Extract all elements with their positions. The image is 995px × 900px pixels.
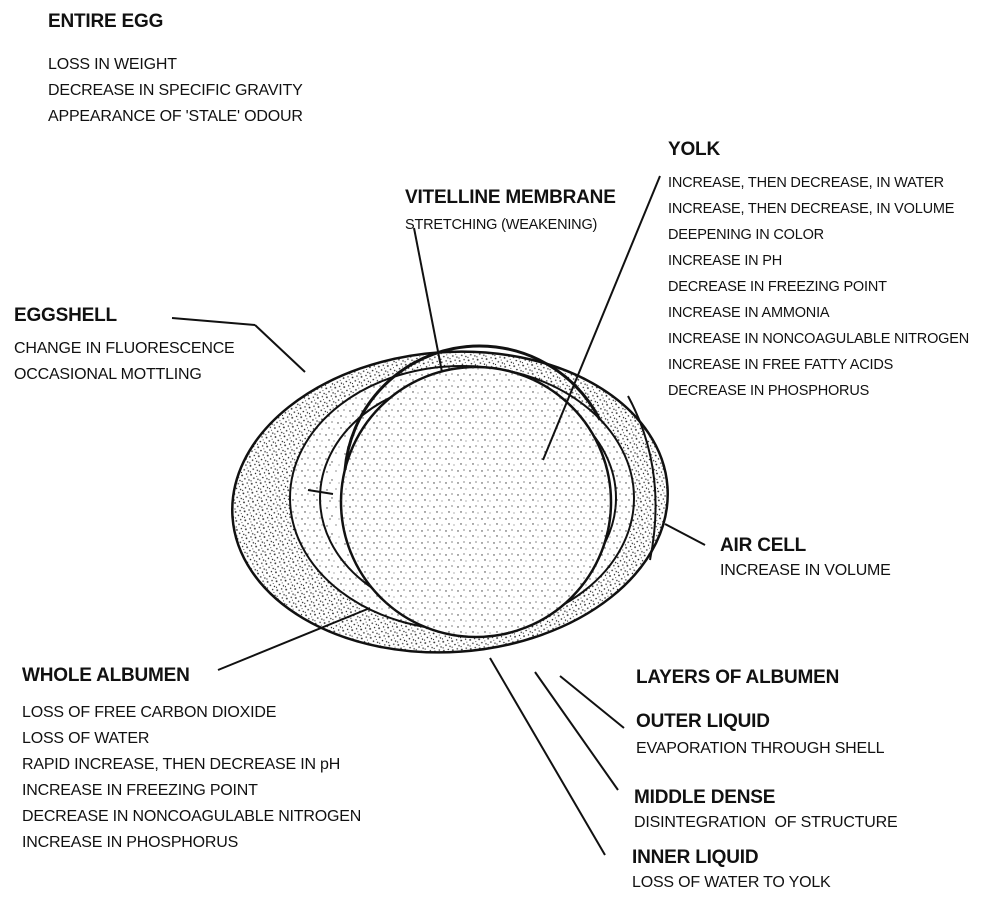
whole-albumen-item: RAPID INCREASE, THEN DECREASE IN pH <box>22 752 361 778</box>
whole-albumen-item: INCREASE IN FREEZING POINT <box>22 778 361 804</box>
middle-dense-heading: MIDDLE DENSE <box>634 786 897 810</box>
yolk-item: INCREASE, THEN DECREASE, IN WATER <box>668 170 969 196</box>
outer-liquid-heading: OUTER LIQUID <box>636 710 884 734</box>
entire-egg-item: LOSS IN WEIGHT <box>48 52 303 78</box>
vitelline-membrane-heading: VITELLINE MEMBRANE <box>405 186 616 210</box>
entire-egg-heading: ENTIRE EGG <box>48 10 303 34</box>
inner-liquid-heading: INNER LIQUID <box>632 846 831 870</box>
air-cell-leader <box>665 524 705 545</box>
eggshell-item: OCCASIONAL MOTTLING <box>14 362 235 388</box>
yolk-item: DECREASE IN FREEZING POINT <box>668 274 969 300</box>
vitelline-membrane-item: STRETCHING (WEAKENING) <box>405 212 616 238</box>
yolk-item: INCREASE IN AMMONIA <box>668 300 969 326</box>
inner-liquid-leader <box>490 658 605 855</box>
eggshell-item: CHANGE IN FLUORESCENCE <box>14 336 235 362</box>
layers-of-albumen-heading: LAYERS OF ALBUMEN <box>636 666 839 690</box>
whole-albumen-heading: WHOLE ALBUMEN <box>22 664 361 688</box>
layers-of-albumen-block: LAYERS OF ALBUMEN <box>636 666 839 690</box>
yolk-item: INCREASE IN PH <box>668 248 969 274</box>
whole-albumen-item: LOSS OF FREE CARBON DIOXIDE <box>22 700 361 726</box>
entire-egg-item: APPEARANCE OF 'STALE' ODOUR <box>48 104 303 130</box>
vitelline-membrane-block: VITELLINE MEMBRANE STRETCHING (WEAKENING… <box>405 186 616 238</box>
middle-dense-block: MIDDLE DENSE DISINTEGRATION OF STRUCTURE <box>634 786 897 836</box>
whole-albumen-item: DECREASE IN NONCOAGULABLE NITROGEN <box>22 804 361 830</box>
yolk-item: DEEPENING IN COLOR <box>668 222 969 248</box>
air-cell-item: INCREASE IN VOLUME <box>720 558 891 584</box>
whole-albumen-block: WHOLE ALBUMEN LOSS OF FREE CARBON DIOXID… <box>22 664 361 856</box>
entire-egg-item: DECREASE IN SPECIFIC GRAVITY <box>48 78 303 104</box>
yolk-item: INCREASE IN FREE FATTY ACIDS <box>668 352 969 378</box>
inner-liquid-item: LOSS OF WATER TO YOLK <box>632 870 831 896</box>
air-cell-block: AIR CELL INCREASE IN VOLUME <box>720 534 891 584</box>
yolk-item: DECREASE IN PHOSPHORUS <box>668 378 969 404</box>
whole-albumen-item: INCREASE IN PHOSPHORUS <box>22 830 361 856</box>
entire-egg-block: ENTIRE EGG LOSS IN WEIGHT DECREASE IN SP… <box>48 10 303 130</box>
vitelline-leader <box>414 228 442 372</box>
eggshell-heading: EGGSHELL <box>14 304 235 328</box>
yolk-block: YOLK INCREASE, THEN DECREASE, IN WATER I… <box>668 138 969 404</box>
outer-liquid-item: EVAPORATION THROUGH SHELL <box>636 736 884 762</box>
whole-albumen-item: LOSS OF WATER <box>22 726 361 752</box>
outer-liquid-block: OUTER LIQUID EVAPORATION THROUGH SHELL <box>636 710 884 762</box>
eggshell-block: EGGSHELL CHANGE IN FLUORESCENCE OCCASION… <box>14 304 235 388</box>
air-cell-heading: AIR CELL <box>720 534 891 558</box>
yolk-item: INCREASE IN NONCOAGULABLE NITROGEN <box>668 326 969 352</box>
yolk-item: INCREASE, THEN DECREASE, IN VOLUME <box>668 196 969 222</box>
middle-dense-item: DISINTEGRATION OF STRUCTURE <box>634 810 897 836</box>
inner-liquid-block: INNER LIQUID LOSS OF WATER TO YOLK <box>632 846 831 896</box>
yolk-heading: YOLK <box>668 138 969 162</box>
